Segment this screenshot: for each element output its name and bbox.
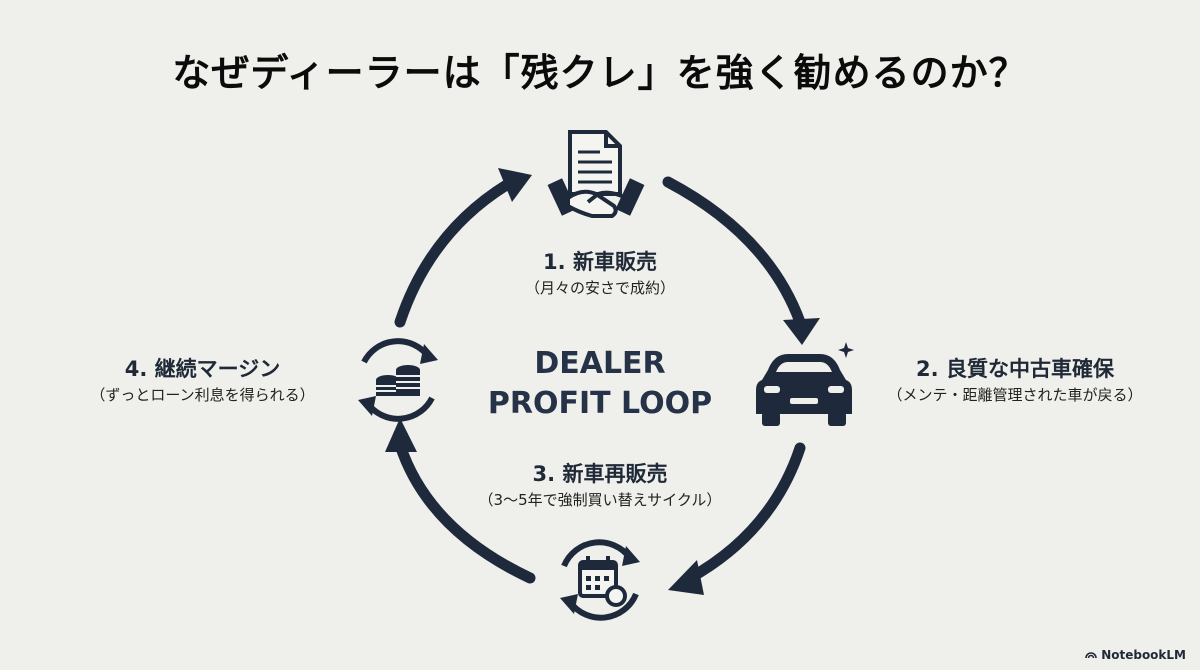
coins-cycle-icon	[358, 338, 438, 422]
step-3-title: 3. 新車再販売	[532, 462, 668, 486]
step-4-label: 4. 継続マージン （ずっとローン利息を得られる）	[60, 355, 345, 407]
step-2-subtitle: （メンテ・距離管理された車が戻る）	[887, 386, 1143, 404]
step-3-label: 3. 新車再販売 （3〜5年で強制買い替えサイクル）	[430, 460, 770, 512]
center-line-2: PROFIT LOOP	[487, 386, 713, 421]
brand-watermark: NotebookLM	[1085, 648, 1186, 662]
step-1-title: 1. 新車販売	[543, 250, 657, 274]
brand-text: NotebookLM	[1101, 648, 1186, 662]
page-title: なぜディーラーは「残クレ」を強く勧めるのか？	[172, 51, 1028, 95]
arrow-head-4	[498, 168, 532, 202]
center-loop-label: DEALER PROFIT LOOP	[480, 344, 720, 424]
arrow-head-2	[668, 560, 704, 595]
car-icon	[756, 342, 854, 426]
handshake-contract-icon	[547, 130, 645, 218]
arrow-margin-to-sale	[394, 178, 514, 328]
arrow-head-3	[385, 418, 417, 452]
step-1-subtitle: （月々の安さで成約）	[524, 279, 675, 297]
step-2-title: 2. 良質な中古車確保	[916, 357, 1114, 381]
arrow-used-to-resale	[684, 442, 806, 584]
calendar-cycle-icon	[560, 539, 640, 621]
arrow-resale-to-margin	[394, 439, 536, 584]
notebooklm-logo-icon	[1085, 648, 1097, 662]
step-1-label: 1. 新車販売 （月々の安さで成約）	[450, 248, 750, 300]
step-2-label: 2. 良質な中古車確保 （メンテ・距離管理された車が戻る）	[860, 355, 1170, 407]
arrow-sale-to-used	[662, 176, 806, 328]
step-4-title: 4. 継続マージン	[124, 357, 281, 381]
step-4-subtitle: （ずっとローン利息を得られる）	[90, 386, 315, 404]
step-3-subtitle: （3〜5年で強制買い替えサイクル）	[478, 491, 722, 509]
arrow-head-1	[783, 318, 820, 345]
center-line-1: DEALER	[534, 346, 666, 381]
